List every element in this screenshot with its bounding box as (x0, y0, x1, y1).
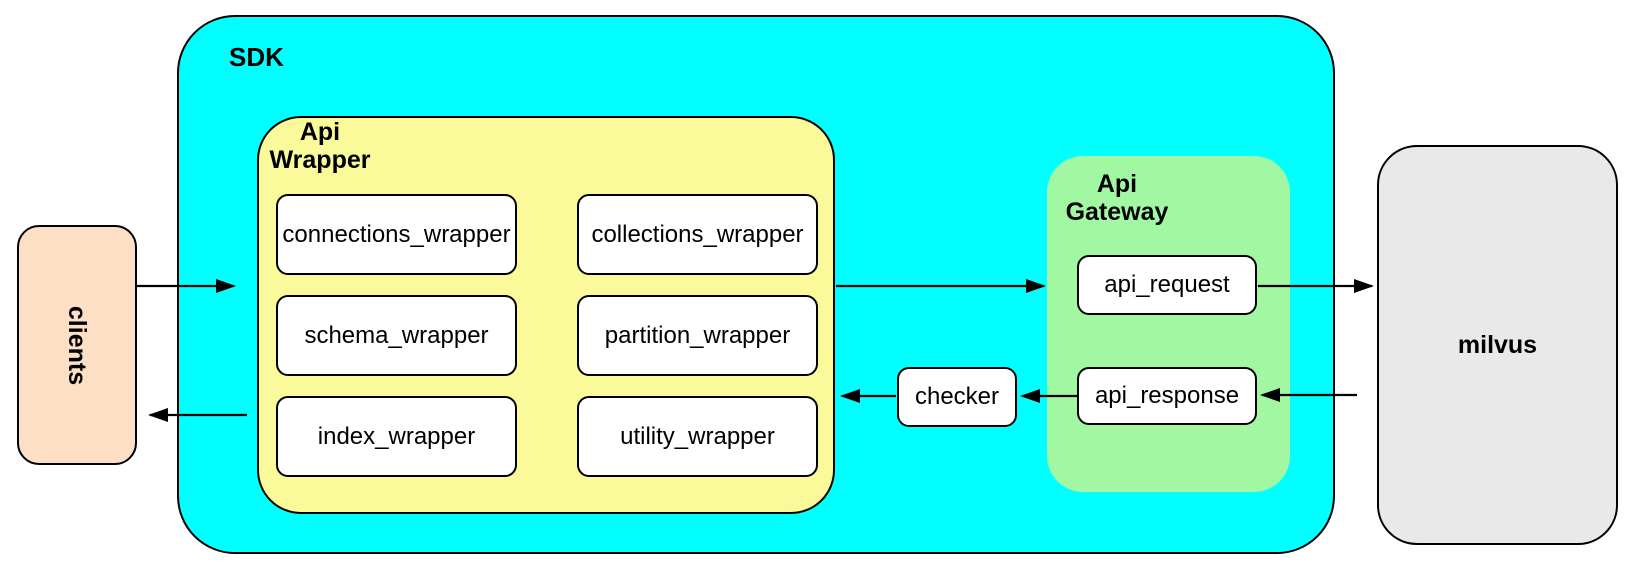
milvus-label: milvus (1457, 330, 1538, 359)
index-wrapper-node: index_wrapper (276, 396, 517, 477)
collections-wrapper-node: collections_wrapper (577, 194, 818, 275)
sdk-label: SDK (229, 42, 284, 72)
checker-node: checker (897, 367, 1017, 427)
api-request-node: api_request (1077, 255, 1257, 315)
api-response-node: api_response (1077, 367, 1257, 425)
milvus-box: milvus (1377, 145, 1618, 545)
api-wrapper-label: Api Wrapper (269, 118, 371, 174)
api-gateway-box: Api Gateway api_request api_response (1047, 156, 1290, 492)
schema-wrapper-node: schema_wrapper (276, 295, 517, 376)
clients-label: clients (63, 305, 92, 385)
wrapper-grid: connections_wrapper schema_wrapper index… (276, 194, 818, 477)
api-gateway-label: Api Gateway (1065, 170, 1169, 226)
clients-box: clients (17, 225, 137, 465)
api-wrapper-box: Api Wrapper connections_wrapper schema_w… (257, 116, 835, 514)
connections-wrapper-node: connections_wrapper (276, 194, 517, 275)
partition-wrapper-node: partition_wrapper (577, 295, 818, 376)
utility-wrapper-node: utility_wrapper (577, 396, 818, 477)
